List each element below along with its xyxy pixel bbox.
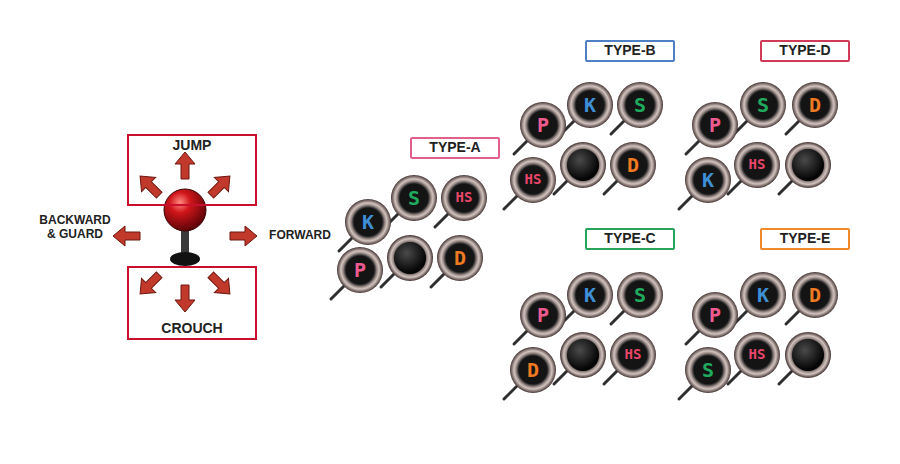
button: D bbox=[792, 82, 838, 128]
button: P bbox=[692, 102, 738, 148]
button-letter: D bbox=[809, 284, 821, 306]
button-letter: P bbox=[709, 114, 721, 136]
type-tag: TYPE-B bbox=[585, 40, 675, 62]
direction-arrow bbox=[133, 169, 166, 202]
button: HS bbox=[510, 157, 556, 203]
button-letter: K bbox=[584, 94, 596, 116]
direction-label: FORWARD bbox=[269, 229, 331, 243]
button: S bbox=[391, 175, 437, 221]
button: K bbox=[345, 199, 391, 245]
direction-label: BACKWARD & GUARD bbox=[39, 214, 110, 242]
button: K bbox=[685, 157, 731, 203]
direction-box: JUMP bbox=[127, 134, 257, 206]
button-letter: S bbox=[634, 94, 646, 116]
button-letter: HS bbox=[625, 347, 642, 362]
button-letter: D bbox=[454, 247, 466, 269]
button-letter: P bbox=[537, 304, 549, 326]
type-tag: TYPE-E bbox=[760, 228, 850, 250]
type-name: TYPE-E bbox=[780, 231, 831, 246]
button: D bbox=[792, 272, 838, 318]
button: P bbox=[337, 247, 383, 293]
button: S bbox=[685, 347, 731, 393]
button-letter: K bbox=[757, 284, 769, 306]
button: S bbox=[740, 82, 786, 128]
type-name: TYPE-C bbox=[604, 231, 655, 246]
button: HS bbox=[610, 332, 656, 378]
button-cap bbox=[792, 339, 824, 371]
button-letter: P bbox=[709, 304, 721, 326]
button: HS bbox=[734, 332, 780, 378]
direction-name: JUMP bbox=[173, 138, 212, 153]
type-name: TYPE-A bbox=[429, 140, 480, 155]
button: D bbox=[610, 142, 656, 188]
direction-arrow bbox=[175, 152, 195, 179]
button-stick bbox=[331, 105, 815, 399]
direction-arrow bbox=[133, 268, 166, 301]
button-ring bbox=[387, 235, 433, 281]
button: S bbox=[617, 272, 663, 318]
button-cap bbox=[792, 149, 824, 181]
type-name: TYPE-B bbox=[604, 43, 655, 58]
button-letter: HS bbox=[749, 157, 766, 172]
direction-arrow bbox=[175, 285, 195, 312]
button-cap bbox=[567, 339, 599, 371]
blank-button bbox=[560, 142, 606, 188]
direction-arrow bbox=[113, 226, 140, 246]
button-letter: HS bbox=[525, 172, 542, 187]
button: HS bbox=[734, 142, 780, 188]
joystick-ball bbox=[164, 189, 206, 231]
blank-button bbox=[560, 332, 606, 378]
button-letter: P bbox=[537, 114, 549, 136]
blank-button bbox=[785, 142, 831, 188]
button-letter: D bbox=[527, 359, 539, 381]
type-tag: TYPE-D bbox=[760, 40, 850, 62]
type-tag: TYPE-A bbox=[410, 137, 500, 159]
button: P bbox=[520, 102, 566, 148]
button-letter: S bbox=[634, 284, 646, 306]
button: K bbox=[567, 272, 613, 318]
type-name: TYPE-D bbox=[779, 43, 830, 58]
button: D bbox=[510, 347, 556, 393]
direction-arrow bbox=[204, 169, 237, 202]
button-letter: D bbox=[809, 94, 821, 116]
button-ring bbox=[785, 332, 831, 378]
joystick bbox=[164, 189, 206, 266]
blank-button bbox=[387, 235, 433, 281]
direction-box: CROUCH bbox=[127, 266, 257, 340]
button-ring bbox=[785, 142, 831, 188]
direction-name: CROUCH bbox=[161, 321, 222, 336]
button-letter: D bbox=[627, 154, 639, 176]
button-letter: P bbox=[354, 259, 366, 281]
button: P bbox=[520, 292, 566, 338]
direction-arrow bbox=[204, 268, 237, 301]
button-letter: S bbox=[702, 359, 714, 381]
type-tag: TYPE-C bbox=[585, 228, 675, 250]
button-letter: S bbox=[757, 94, 769, 116]
button-letter: K bbox=[584, 284, 596, 306]
button-cap bbox=[394, 242, 426, 274]
button-letter: HS bbox=[456, 190, 473, 205]
button: D bbox=[437, 235, 483, 281]
direction-arrows bbox=[113, 152, 257, 312]
button-letter: S bbox=[408, 187, 420, 209]
joystick-base bbox=[170, 252, 200, 266]
button-cap bbox=[567, 149, 599, 181]
button-letter: K bbox=[702, 169, 714, 191]
button: P bbox=[692, 292, 738, 338]
button-letter: K bbox=[362, 211, 374, 233]
button-ring bbox=[560, 332, 606, 378]
blank-button bbox=[785, 332, 831, 378]
button: S bbox=[617, 82, 663, 128]
button: K bbox=[740, 272, 786, 318]
button-letter: HS bbox=[749, 347, 766, 362]
button: HS bbox=[441, 175, 487, 221]
button-ring bbox=[560, 142, 606, 188]
blank-buttons bbox=[387, 142, 831, 378]
direction-arrow bbox=[230, 226, 257, 246]
button: K bbox=[567, 82, 613, 128]
